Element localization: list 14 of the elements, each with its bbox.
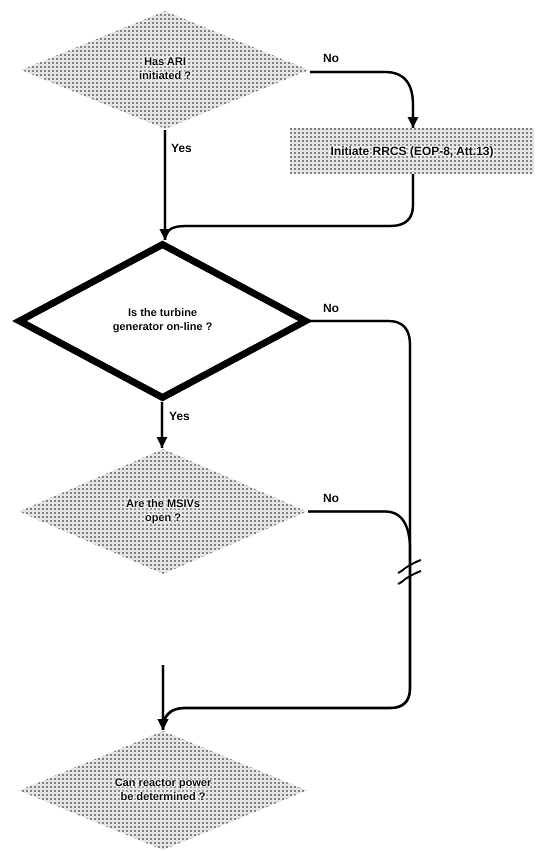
edge-label: Yes bbox=[168, 410, 191, 424]
decision-question: Is the turbine generator on-line ? bbox=[112, 307, 214, 335]
edge-label: Yes bbox=[170, 142, 193, 156]
flow-arrow bbox=[310, 70, 418, 128]
decision-question: Are the MSIVs open ? bbox=[125, 498, 201, 526]
edge-label: No bbox=[322, 52, 340, 66]
flow-arrow bbox=[160, 174, 414, 240]
decision-question: Has ARI initiated ? bbox=[138, 56, 192, 84]
flow-arrow bbox=[158, 665, 168, 730]
decision-question: Can reactor power be determined ? bbox=[114, 776, 212, 804]
flow-arrow bbox=[156, 402, 168, 448]
edge-label: No bbox=[322, 302, 340, 316]
process-step: Initiate RRCS (EOP-8, Att.13) bbox=[294, 144, 530, 158]
edge-label: No bbox=[322, 492, 340, 506]
